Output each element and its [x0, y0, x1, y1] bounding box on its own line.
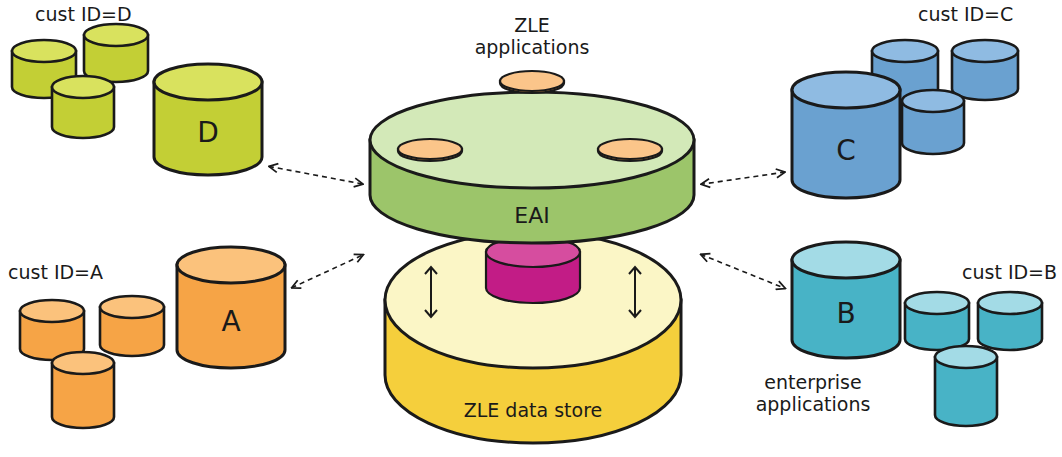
- cylinder: [792, 242, 900, 358]
- cylinder-top: [872, 40, 938, 62]
- cylinder: [20, 300, 84, 360]
- node-label: EAI: [514, 203, 549, 228]
- cylinder-top: [500, 71, 564, 91]
- cylinder: [935, 346, 997, 426]
- zle-hub-cylinder: ZLE applicationsEAI: [368, 5, 696, 255]
- node-label: C: [836, 135, 856, 167]
- node-label: ZLE data store: [464, 400, 603, 422]
- cylinder-top: [792, 72, 900, 108]
- node-label: A: [221, 306, 240, 338]
- cylinder: [952, 40, 1018, 100]
- cylinder-top: [20, 300, 84, 322]
- database-cylinder: C: [790, 70, 902, 200]
- dashed-connector: [701, 254, 786, 288]
- cylinder-top: [52, 76, 114, 98]
- label-box: cust ID=C: [918, 4, 1013, 26]
- cylinder: [486, 237, 580, 303]
- database-cylinder: D: [152, 62, 264, 177]
- up-down-arrow: [629, 267, 641, 317]
- cylinder: [177, 247, 285, 368]
- label-box: enterprise applications: [748, 372, 878, 416]
- cylinder: [398, 139, 462, 161]
- cylinder-top: [100, 296, 164, 318]
- cylinder-top: [598, 139, 662, 159]
- group-caption: enterprise applications: [748, 372, 878, 416]
- cylinder-top: [385, 232, 681, 368]
- cylinder-top: [935, 346, 997, 368]
- cylinder: [100, 296, 164, 356]
- label-box: cust ID=B: [962, 262, 1057, 284]
- cylinder-top: [154, 64, 262, 100]
- dashed-connector: [269, 166, 363, 184]
- label-box: cust ID=A: [8, 262, 103, 284]
- cylinder: [52, 76, 114, 138]
- cylinder-top: [486, 237, 580, 267]
- cylinder-top: [177, 247, 285, 283]
- cylinder: [385, 232, 681, 443]
- cylinder: [500, 71, 564, 93]
- data-store-cylinder: ZLE data store: [383, 225, 683, 447]
- node-label: B: [836, 298, 855, 330]
- cylinder: [84, 24, 148, 82]
- cylinder: [792, 72, 900, 198]
- arrow-stroke: [629, 267, 641, 317]
- cylinder-top: [398, 139, 462, 159]
- cylinder: [905, 292, 969, 350]
- database-cylinder: A: [175, 245, 287, 370]
- cylinder: [978, 292, 1042, 350]
- cylinder-top: [902, 90, 964, 112]
- cylinder-top: [952, 40, 1018, 62]
- cylinder-top: [84, 24, 148, 46]
- node-label: D: [197, 117, 219, 149]
- cylinder-top: [978, 292, 1042, 314]
- customer-id-label: cust ID=B: [962, 262, 1057, 284]
- cylinder: [370, 92, 694, 243]
- cylinder: [154, 64, 262, 175]
- cylinder: [902, 90, 964, 154]
- cylinder-top: [52, 352, 114, 374]
- cylinder: [52, 352, 114, 428]
- node-heading: ZLE applications: [457, 15, 607, 59]
- cylinder: [598, 139, 662, 161]
- customer-id-label: cust ID=A: [8, 262, 103, 284]
- label-box: cust ID=D: [35, 4, 132, 26]
- database-cylinder: B: [790, 240, 902, 360]
- cylinder-top: [792, 242, 900, 278]
- cylinder-top: [905, 292, 969, 314]
- up-down-arrow: [425, 267, 437, 317]
- customer-id-label: cust ID=D: [35, 4, 132, 26]
- dashed-connector: [701, 172, 785, 184]
- dashed-connector: [292, 255, 364, 288]
- cylinder-top: [370, 92, 694, 188]
- cylinder-top: [12, 40, 76, 62]
- arrow-stroke: [425, 267, 437, 317]
- customer-id-label: cust ID=C: [918, 4, 1013, 26]
